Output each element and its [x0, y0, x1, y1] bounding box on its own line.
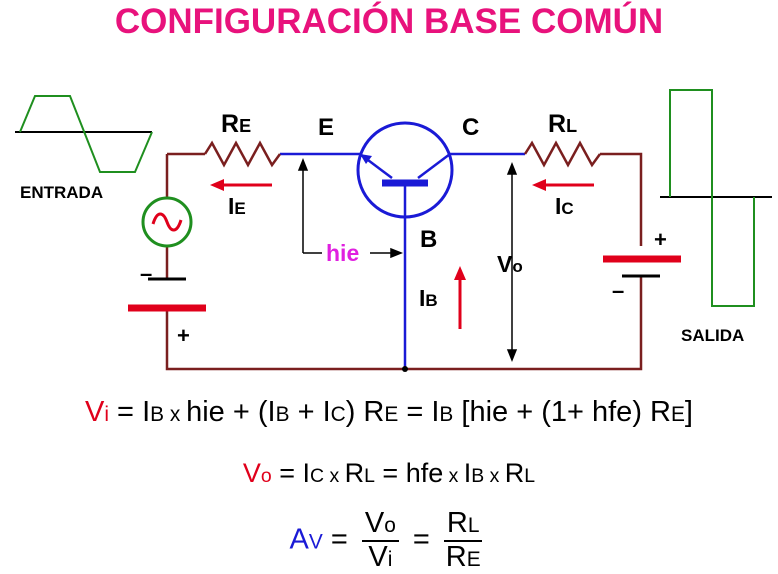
ib-label: IB — [419, 285, 438, 311]
page-title: CONFIGURACIÓN BASE COMÚN — [115, 1, 663, 41]
collector-label: C — [462, 114, 479, 141]
output-battery-minus: – — [612, 278, 624, 303]
rl-label: RL — [548, 110, 577, 138]
ie-arrow — [210, 179, 272, 191]
base-label: B — [420, 226, 437, 253]
output-battery-icon — [603, 255, 681, 278]
ic-label: IC — [555, 193, 574, 219]
vo-arrow — [506, 161, 518, 363]
input-battery-plus: + — [177, 323, 190, 348]
resistor-rl — [523, 140, 602, 168]
hie-bracket — [297, 157, 404, 259]
input-label: ENTRADA — [20, 183, 103, 202]
input-battery-icon — [128, 277, 206, 312]
output-label: SALIDA — [681, 326, 744, 345]
ac-source-icon — [141, 196, 193, 248]
input-battery-minus: – — [140, 261, 152, 286]
pnp-transistor — [356, 121, 454, 219]
hie-label: hie — [326, 240, 359, 266]
resistor-re — [203, 140, 282, 168]
vi-formula: Vi = IB x hie + (IB + IC) RE = IB [hie +… — [85, 396, 693, 428]
circuit-diagram: CONFIGURACIÓN BASE COMÚN ENTRADA RE RL E… — [15, 1, 772, 372]
vo-formula: Vo = IC x RL = hfe x IB x RL — [242, 458, 536, 488]
re-label: RE — [221, 110, 251, 138]
output-battery-plus: + — [654, 227, 667, 252]
output-waveform — [660, 89, 772, 307]
emitter-label: E — [318, 114, 334, 141]
ie-label: IE — [228, 193, 246, 219]
ib-arrow — [454, 266, 466, 329]
circuit-wires — [165, 152, 643, 372]
vo-label: Vo — [497, 251, 523, 277]
input-waveform — [15, 95, 153, 173]
ic-arrow — [532, 179, 594, 191]
